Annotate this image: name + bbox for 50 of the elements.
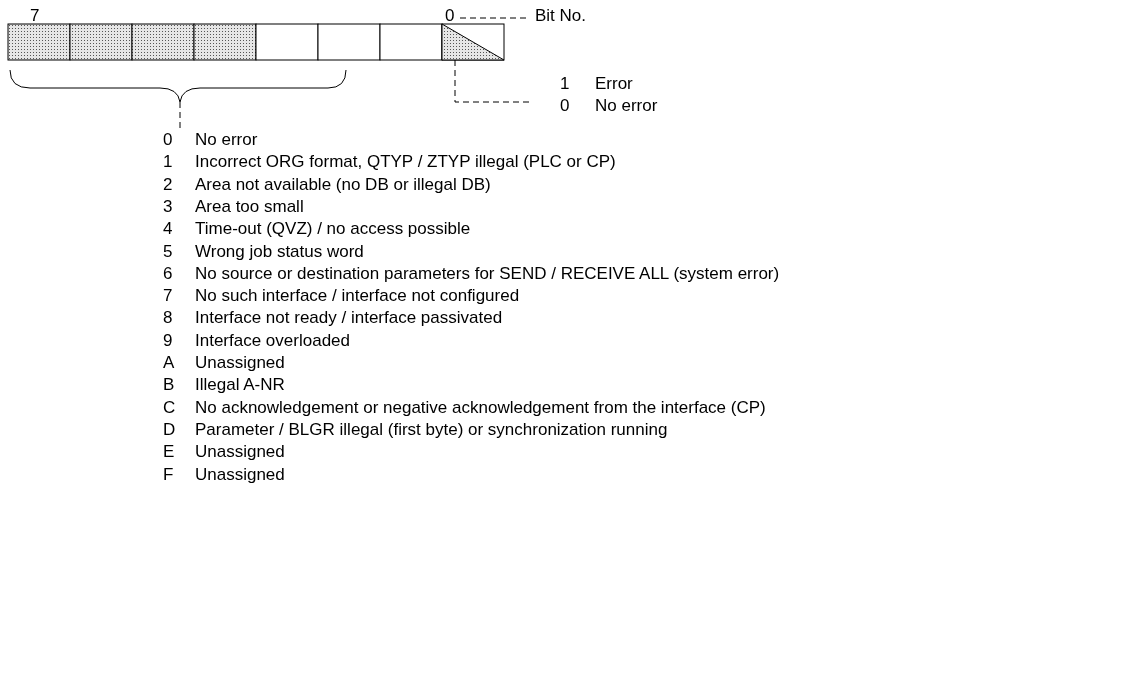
leader-line xyxy=(179,101,181,131)
error-description: Area too small xyxy=(195,196,304,217)
error-code: 0 xyxy=(163,130,173,150)
error-description: Unassigned xyxy=(195,353,285,373)
bit-cell xyxy=(379,23,443,61)
bit-number: 0 xyxy=(445,6,455,26)
error-description: No such interface / interface not configured xyxy=(195,286,520,307)
error-description: No source or destination parameters for SEND / RECEIVE ALL (system error) xyxy=(195,263,780,284)
error-description: Time-out (QVZ) / no access possible xyxy=(195,219,471,240)
error-description: Wrong job status word xyxy=(195,241,364,262)
error-description: No acknowledgement or negative acknowledgement from the interface (CP) xyxy=(195,397,766,418)
error-description: Illegal A-NR xyxy=(195,375,285,396)
error-code: 9 xyxy=(163,330,173,351)
error-code: E xyxy=(163,442,175,463)
bit-cell xyxy=(317,23,381,61)
error-description: Error xyxy=(595,74,633,94)
error-code: D xyxy=(163,419,176,440)
error-description: Area not available (no DB or illegal DB) xyxy=(195,174,491,195)
error-code: C xyxy=(163,397,176,418)
error-code: 1 xyxy=(163,152,173,173)
error-description: Unassigned xyxy=(195,464,285,485)
error-description: Unassigned xyxy=(195,442,285,463)
bit-cell xyxy=(255,23,319,61)
bit-number: 7 xyxy=(30,6,40,26)
bit-cell xyxy=(69,23,133,61)
error-code: 4 xyxy=(163,219,173,240)
curly-brace xyxy=(9,69,347,103)
error-description: No error xyxy=(595,96,658,116)
error-code: F xyxy=(163,464,174,485)
error-code: A xyxy=(163,353,175,373)
error-description: Parameter / BLGR illegal (first byte) or synchronization running xyxy=(195,419,668,440)
error-code: 5 xyxy=(163,241,173,262)
error-code: 0 xyxy=(560,96,570,116)
leader-line xyxy=(454,59,531,103)
error-code: 2 xyxy=(163,174,173,195)
error-code: B xyxy=(163,375,175,396)
bit-cell xyxy=(131,23,195,61)
bit-number-label: Bit No. xyxy=(535,6,587,26)
error-description: No error xyxy=(195,130,258,150)
error-code: 7 xyxy=(163,286,173,307)
error-description: Incorrect ORG format, QTYP / ZTYP illegal (PLC or CP) xyxy=(195,152,616,173)
bit-cell xyxy=(7,23,71,61)
error-code: 6 xyxy=(163,263,173,284)
bit-cell xyxy=(441,23,505,61)
error-code: 3 xyxy=(163,196,173,217)
error-code: 1 xyxy=(560,74,570,94)
error-description: Interface overloaded xyxy=(195,330,350,351)
error-code: 8 xyxy=(163,308,173,329)
bit-cell xyxy=(193,23,257,61)
error-description: Interface not ready / interface passivated xyxy=(195,308,503,329)
